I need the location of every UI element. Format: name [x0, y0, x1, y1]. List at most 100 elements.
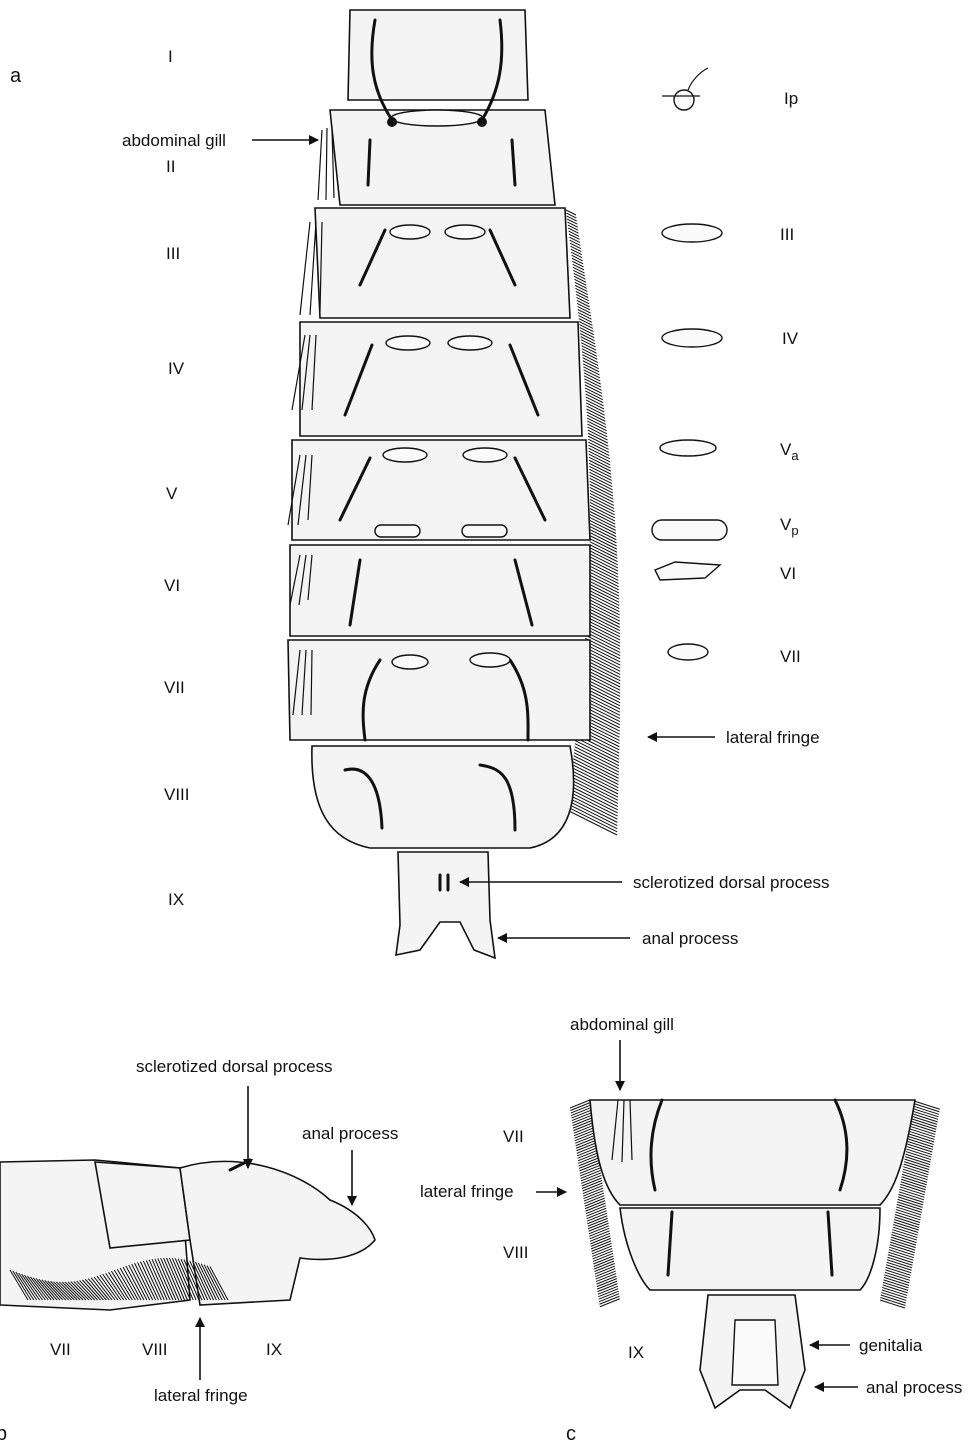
fringe-hair — [588, 599, 620, 615]
panel-letter-b: b — [0, 1423, 7, 1445]
segment-shape-viii-c — [620, 1208, 880, 1290]
fringe-hair — [570, 789, 618, 813]
fringe-hair — [572, 255, 583, 261]
callout-dorsal-process-a: sclerotized dorsal process — [633, 873, 830, 892]
segment-label-viii-c: VIII — [503, 1243, 529, 1262]
segment-label-viii: VIII — [164, 785, 190, 804]
fringe-hair — [588, 445, 609, 455]
fringe-hair — [589, 563, 618, 578]
fringe-hair — [589, 454, 610, 465]
detail-label-vp: Vp — [780, 515, 799, 538]
panel-a: a — [10, 10, 830, 958]
fringe-hair — [589, 472, 612, 483]
fringe-hair — [589, 466, 611, 477]
plate-iii-right — [445, 225, 485, 239]
fringe-hair — [568, 228, 578, 233]
fringe-hair — [570, 246, 581, 251]
spiracle-left — [387, 117, 397, 127]
fringe-hair — [589, 451, 610, 462]
fringe-hair — [589, 575, 619, 590]
fringe-hair — [588, 442, 609, 452]
fringe-hair — [588, 593, 619, 609]
fringe-hair — [588, 596, 620, 612]
fringe-hair — [590, 475, 613, 486]
fringe-hair — [589, 578, 619, 593]
fringe-hair — [570, 243, 581, 248]
segment-shape-vii — [288, 640, 590, 740]
fringe-hair — [576, 297, 589, 303]
fringe-hair — [567, 810, 617, 835]
segment-label-vii-c: VII — [503, 1127, 524, 1146]
fringe-hair — [576, 291, 588, 297]
detail-plate-iii — [662, 224, 722, 242]
plate-vp-left — [375, 525, 420, 537]
detail-plate-ip — [674, 90, 694, 110]
segment-label-v: V — [166, 484, 178, 503]
callout-dorsal-process-b: sclerotized dorsal process — [136, 1057, 333, 1076]
fringe-hair — [574, 273, 586, 279]
detail-label-iii: III — [780, 225, 794, 244]
detail-plate-vii — [668, 644, 708, 660]
fringe-hair — [572, 258, 583, 264]
fringe-hair — [573, 270, 585, 276]
fringe-hair — [588, 587, 619, 602]
callout-lateral-fringe-c: lateral fringe — [420, 1182, 514, 1201]
fringe-hair — [590, 478, 613, 489]
fringe-hair — [572, 261, 583, 267]
segment-label-iv: IV — [168, 359, 185, 378]
fringe-hair — [588, 436, 608, 446]
fringe-hair — [590, 487, 614, 499]
segment-label-i: I — [168, 47, 173, 66]
plate-details: Ip III IV Va Vp VI VII — [652, 68, 801, 666]
segment-label-ix-c: IX — [628, 1343, 644, 1362]
fringe-hair — [573, 267, 584, 273]
callout-abdominal-gill-c: abdominal gill — [570, 1015, 674, 1034]
fringe-hair — [567, 807, 617, 832]
fringe-hair — [589, 557, 618, 571]
fringe-hair — [589, 569, 618, 584]
fringe-hair — [589, 457, 611, 468]
detail-label-iv: IV — [782, 329, 799, 348]
fringe-hair — [589, 572, 619, 587]
fringe-hair — [569, 792, 617, 816]
fringe-hair — [590, 481, 613, 493]
fringe-hair — [568, 804, 617, 829]
segment-label-ix: IX — [168, 890, 184, 909]
fringe-hair — [567, 222, 577, 227]
detail-label-vii: VII — [780, 647, 801, 666]
genitalia-c — [732, 1320, 778, 1385]
panel-letter-a: a — [10, 65, 22, 87]
abdomen-body-a — [288, 10, 590, 958]
fringe-hair — [589, 469, 611, 480]
fringe-hair — [590, 484, 613, 496]
detail-plate-iv — [662, 329, 722, 347]
segment-label-vii-b: VII — [50, 1340, 71, 1359]
detail-label-va: Va — [780, 440, 799, 463]
fringe-hair — [569, 795, 618, 819]
fringe-hair — [567, 216, 577, 221]
fringe-hair — [568, 801, 617, 826]
panel-c: c abdominal gill lateral fringe genitali… — [420, 1015, 962, 1445]
gill-ii — [318, 128, 334, 200]
fringe-hair — [589, 554, 617, 568]
fringe-hair — [571, 252, 582, 257]
fringe-hair — [589, 460, 611, 471]
fringe-hair — [570, 240, 581, 245]
callout-abdominal-gill-a: abdominal gill — [122, 131, 226, 150]
segment-shape-viii — [312, 746, 574, 848]
segment-label-viii-b: VIII — [142, 1340, 168, 1359]
segment-label-vii: VII — [164, 678, 185, 697]
fringe-hair — [589, 448, 610, 458]
fringe-hair — [571, 249, 582, 254]
fringe-hair — [589, 581, 619, 596]
fringe-hair — [566, 210, 576, 215]
fringe-hair — [588, 584, 619, 599]
detail-label-ip: Ip — [784, 89, 798, 108]
detail-plate-va — [660, 440, 716, 456]
callout-lateral-fringe-b: lateral fringe — [154, 1386, 248, 1405]
segment-label-ii: II — [166, 157, 175, 176]
segment-shape-iii — [315, 208, 570, 318]
callout-genitalia-c: genitalia — [859, 1336, 923, 1355]
